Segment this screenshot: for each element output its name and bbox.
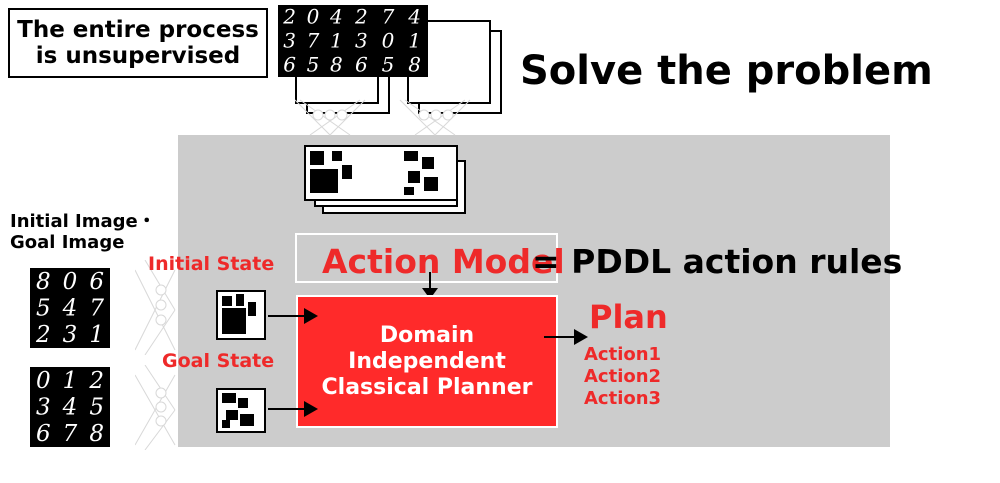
- initial-state-image: [216, 290, 266, 340]
- headline: Solve the problem: [520, 48, 933, 94]
- digit-initial-1: 0: [63, 269, 78, 295]
- digit-training_a-2: 4: [329, 5, 343, 29]
- digit-goal-4: 4: [62, 394, 78, 420]
- digit-initial-6: 2: [35, 322, 51, 348]
- action-model-box: [295, 233, 558, 283]
- action-model-label: Action Model: [322, 242, 565, 281]
- digit-training_a-8: 8: [330, 53, 343, 77]
- digit-goal-5: 5: [89, 394, 104, 420]
- digit-initial-4: 4: [62, 295, 78, 321]
- plan-action-2: Action2: [584, 366, 662, 387]
- digit-training_b-2: 4: [407, 5, 421, 29]
- model-to-planner-arrow: [422, 272, 438, 299]
- planner-line-2: Independent: [348, 348, 506, 374]
- digit-initial-7: 3: [63, 322, 78, 348]
- digit-training_a-3: 3: [283, 29, 296, 53]
- plan-action-3: Action3: [584, 388, 662, 409]
- digit-training_a-4: 7: [307, 29, 320, 53]
- input-label-line-2: Goal Image: [10, 232, 125, 253]
- digit-training_b-8: 8: [408, 53, 421, 77]
- digit-goal-6: 6: [36, 421, 51, 447]
- planner-line-1: Domain: [379, 322, 475, 348]
- encoder-network-initial: [135, 260, 176, 355]
- digit-training_a-5: 1: [330, 29, 343, 53]
- digit-initial-0: 8: [36, 269, 51, 295]
- goal-state-image: [216, 388, 266, 433]
- digit-initial-5: 7: [89, 295, 104, 321]
- digit-training_a-6: 6: [283, 53, 296, 77]
- unsupervised-callout: The entire process is unsupervised: [8, 8, 268, 78]
- plan-title: Plan: [589, 298, 668, 336]
- digit-goal-8: 8: [89, 421, 104, 447]
- callout-line-1: The entire process: [17, 17, 259, 43]
- planner-to-plan-arrow: [544, 329, 588, 345]
- digit-training_b-1: 7: [382, 5, 395, 29]
- input-label-line-1: Initial Image・: [10, 211, 156, 232]
- digit-training_a-7: 5: [307, 53, 320, 77]
- plan-action-1: Action1: [584, 344, 662, 365]
- goal-to-planner-arrow: [268, 401, 318, 417]
- digit-goal-0: 0: [36, 368, 51, 394]
- digit-goal-7: 7: [63, 421, 78, 447]
- digit-training_b-7: 5: [382, 53, 395, 77]
- planner-line-3: Classical Planner: [321, 374, 533, 400]
- classical-planner: Domain Independent Classical Planner: [296, 295, 558, 428]
- digit-initial-3: 5: [36, 295, 51, 321]
- digit-goal-2: 2: [88, 368, 104, 394]
- pddl-rules-label: = PDDL action rules: [532, 242, 903, 281]
- digit-training_a-1: 0: [307, 5, 320, 29]
- initial-to-planner-arrow: [268, 308, 318, 324]
- digit-training_a-0: 2: [282, 5, 296, 29]
- initial-state-label: Initial State: [148, 253, 275, 275]
- callout-line-2: is unsupervised: [35, 43, 241, 69]
- encoder-network-goal: [135, 365, 176, 450]
- digit-training_b-6: 6: [355, 53, 368, 77]
- digit-training_b-3: 3: [355, 29, 368, 53]
- digit-goal-1: 1: [63, 368, 78, 394]
- digit-training_b-4: 0: [382, 29, 395, 53]
- latent-state-pair: [304, 145, 458, 201]
- digit-initial-2: 6: [89, 269, 104, 295]
- digit-goal-3: 3: [36, 394, 51, 420]
- goal-state-label: Goal State: [162, 350, 275, 372]
- digit-training_b-0: 2: [354, 5, 368, 29]
- digit-training_b-5: 1: [408, 29, 421, 53]
- encoder-network-top: [294, 99, 471, 136]
- digit-initial-8: 1: [89, 322, 104, 348]
